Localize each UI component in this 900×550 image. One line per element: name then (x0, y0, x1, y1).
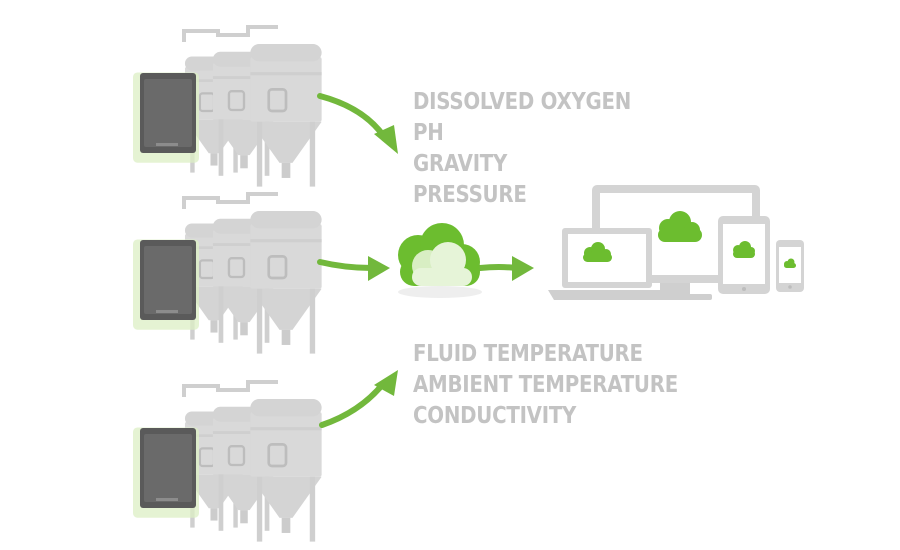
arrow-cloud-to-devices (477, 256, 534, 281)
arrow-bottom (319, 370, 398, 428)
cloud-icon (658, 211, 702, 242)
measurement-list-top: DISSOLVED OXYGEN PH GRAVITY PRESSURE (413, 87, 667, 211)
arrow-top (317, 93, 398, 154)
cloud-icon (784, 258, 796, 268)
measurement-list-bottom: FLUID TEMPERATURE AMBIENT TEMPERATURE CO… (413, 339, 721, 432)
cloud-icon (583, 242, 612, 262)
fermentation-tank-icon (133, 194, 322, 354)
tank-group-top (133, 27, 322, 187)
fermentation-tank-icon (133, 382, 322, 542)
measurement-label: PH (413, 120, 444, 146)
cloud-icon (398, 223, 482, 298)
laptop-icon (548, 228, 666, 300)
tablet-icon (718, 216, 770, 294)
cloud-icon (733, 241, 755, 258)
arrow-middle (317, 256, 390, 281)
measurement-label: GRAVITY (413, 151, 508, 177)
measurement-label: DISSOLVED OXYGEN (413, 89, 632, 115)
phone-icon (776, 240, 804, 292)
measurement-label: AMBIENT TEMPERATURE (413, 372, 678, 398)
measurement-label: PRESSURE (413, 182, 527, 208)
tank-group-middle (133, 194, 322, 354)
fermentation-tank-icon (133, 27, 322, 187)
measurement-label: CONDUCTIVITY (413, 403, 577, 429)
tank-group-bottom (133, 382, 322, 542)
measurement-label: FLUID TEMPERATURE (413, 341, 643, 367)
